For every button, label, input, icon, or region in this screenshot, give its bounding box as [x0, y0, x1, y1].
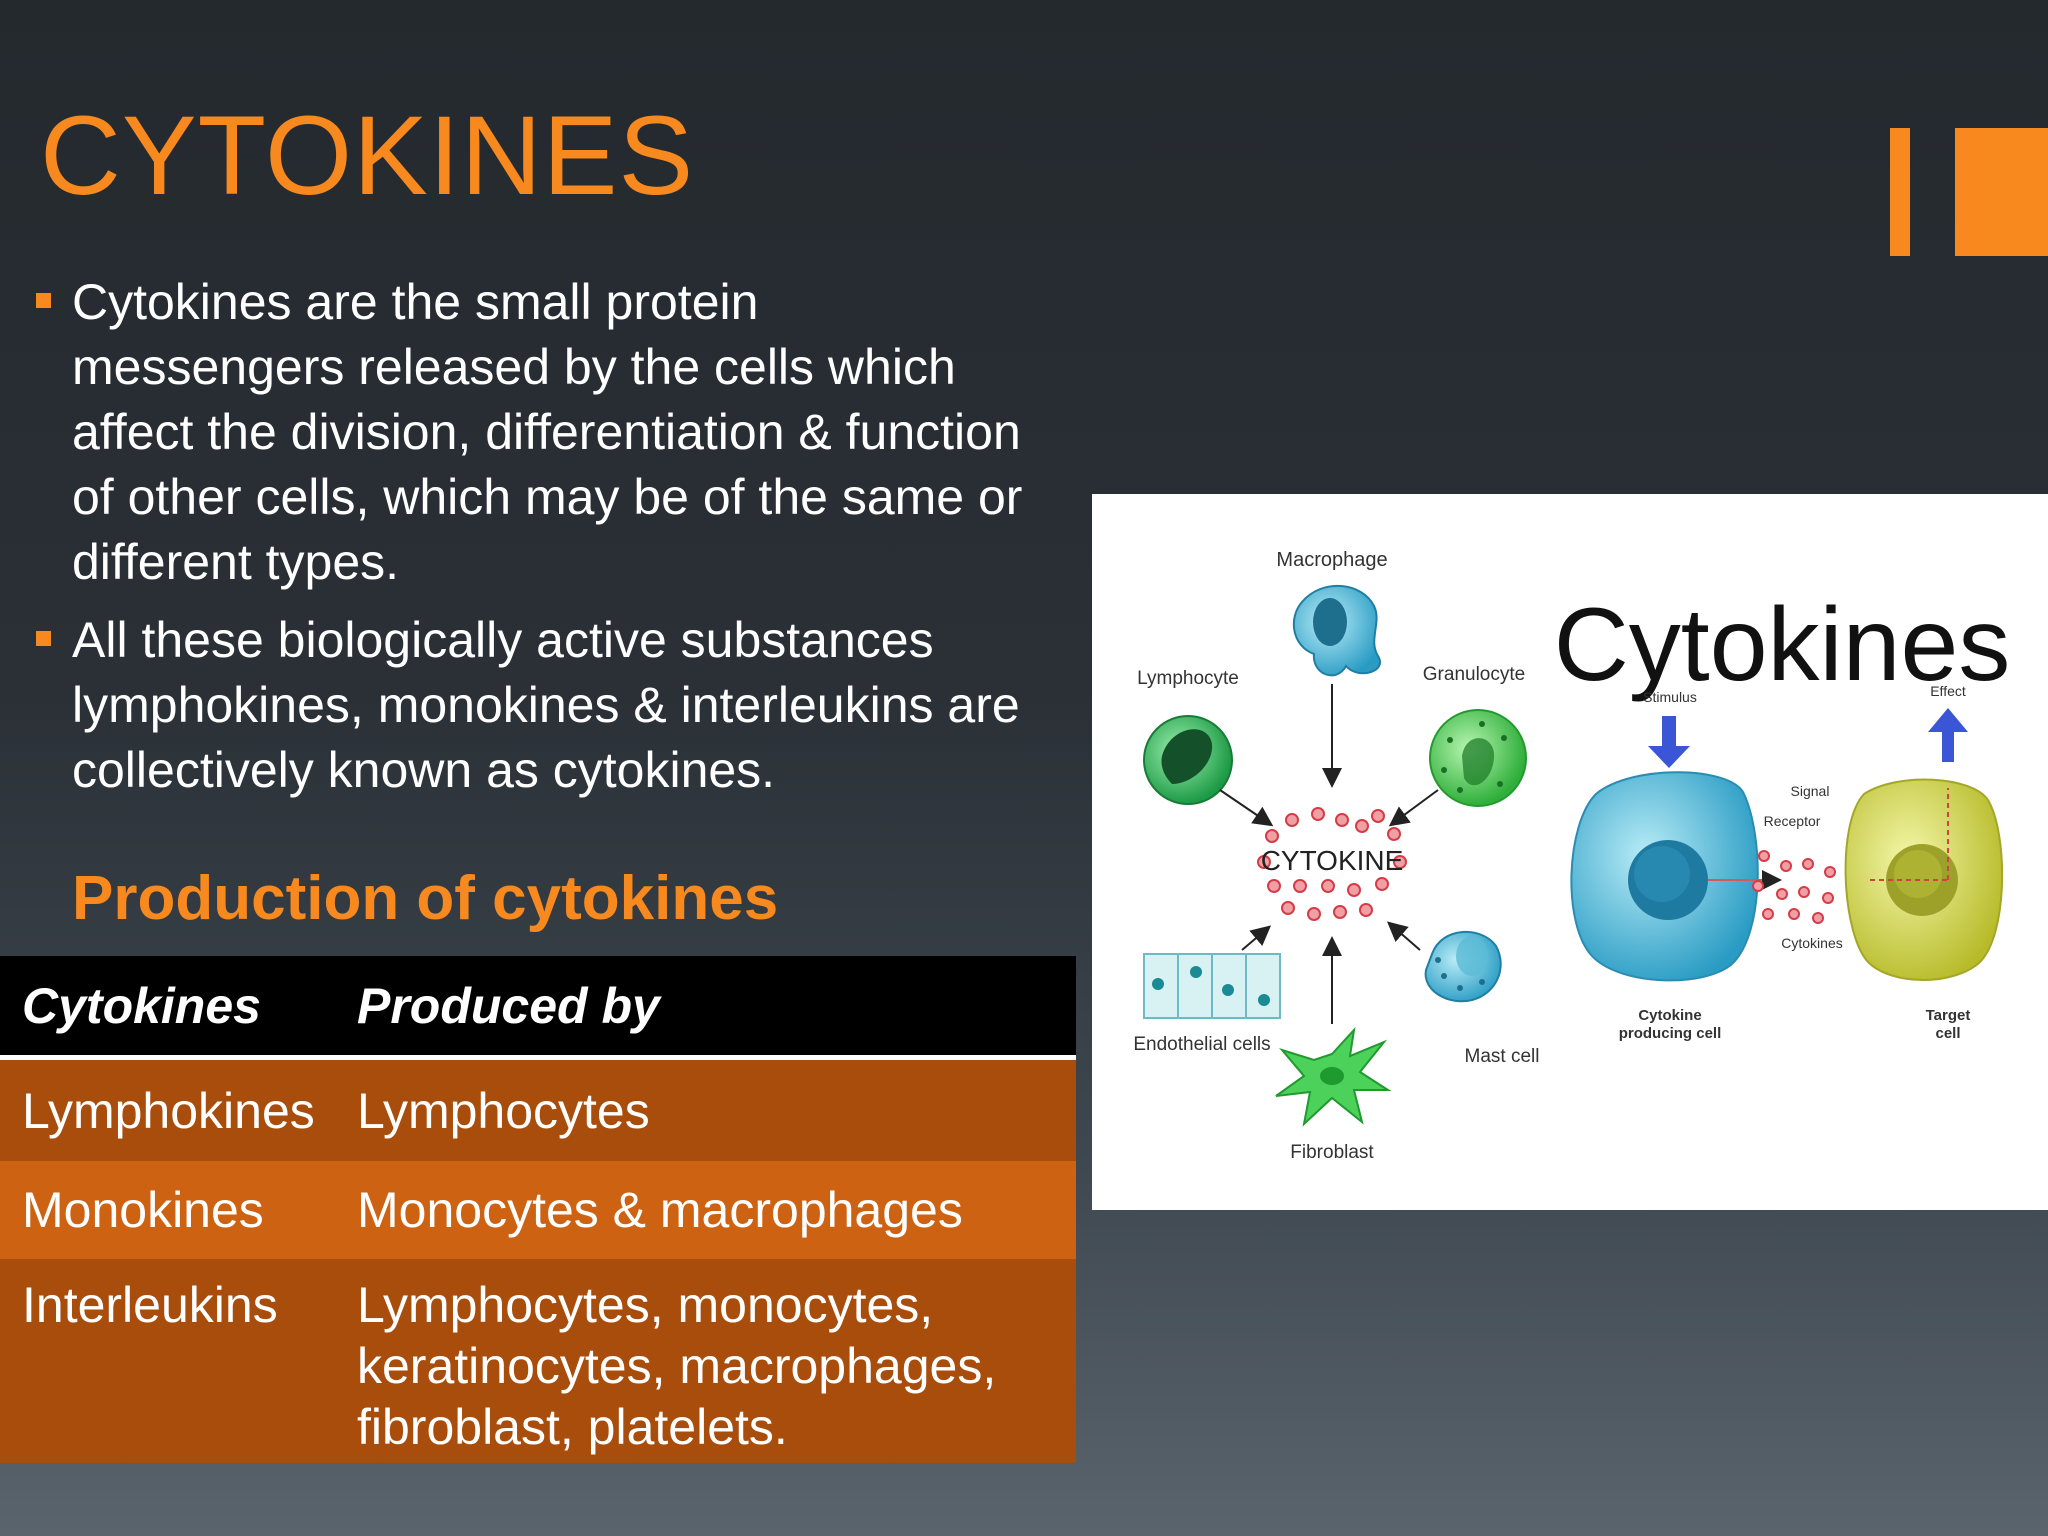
table-row: Interleukins Lymphocytes, monocytes, ker…	[0, 1259, 1076, 1463]
macrophage-cell	[1293, 585, 1381, 677]
label-stimulus: Stimulus	[1643, 689, 1697, 705]
cytokine-illustration: Macrophage Lymphocyte Granulocyte	[1092, 494, 2048, 1210]
label-producing-cell-line1: Cytokine	[1638, 1007, 1701, 1024]
label-granulocyte: Granulocyte	[1423, 664, 1525, 685]
table-row: Lymphokines Lymphocytes	[0, 1060, 1076, 1161]
label-receptor: Receptor	[1764, 813, 1821, 829]
label-endothelial: Endothelial cells	[1133, 1034, 1270, 1055]
cytokine-cluster	[1257, 807, 1407, 921]
label-producing-cell-line2: producing cell	[1619, 1025, 1722, 1042]
table-cell: Lymphocytes, monocytes, keratinocytes, m…	[357, 1277, 997, 1455]
column-header: Produced by	[357, 977, 660, 1034]
released-cytokines	[1752, 850, 1836, 924]
label-cytokines-small: Cytokines	[1781, 935, 1842, 951]
accent-bar-thin	[1890, 128, 1910, 256]
label-cytokine-center: CYTOKINE	[1261, 845, 1404, 876]
slide-title: CYTOKINES	[40, 93, 695, 218]
table-cell: Interleukins	[22, 1277, 278, 1333]
arrow	[1388, 789, 1439, 827]
section-heading: Production of cytokines	[72, 864, 779, 933]
granulocyte-cell	[1429, 709, 1527, 807]
label-effect: Effect	[1930, 683, 1966, 699]
bullet-text: Cytokines are the small protein messenge…	[72, 274, 1023, 590]
column-header: Cytokines	[22, 977, 261, 1034]
label-target-cell-line1: Target	[1926, 1007, 1971, 1024]
bullet-list: Cytokines are the small protein messenge…	[32, 270, 1042, 816]
label-lymphocyte: Lymphocyte	[1137, 668, 1239, 689]
stimulus-arrow-icon	[1648, 716, 1690, 768]
label-mast-cell: Mast cell	[1465, 1046, 1540, 1067]
figure-heading: Cytokines	[1554, 587, 2011, 703]
table-cell: Monocytes & macrophages	[357, 1182, 963, 1238]
bullet-item: All these biologically active substances…	[32, 608, 1042, 803]
table-header-row: Cytokines Produced by	[0, 956, 1076, 1060]
cytokine-producing-cell	[1570, 771, 1759, 982]
lymphocyte-cell	[1143, 715, 1233, 805]
bullet-square-icon	[36, 631, 51, 646]
table-row: Monokines Monocytes & macrophages	[0, 1161, 1076, 1259]
cytokine-table: Cytokines Produced by Lymphokines Lympho…	[0, 956, 1076, 1463]
label-signal: Signal	[1791, 783, 1830, 799]
accent-bar-block	[1955, 128, 2048, 256]
cytokine-diagram: Macrophage Lymphocyte Granulocyte	[1133, 549, 2011, 1163]
label-macrophage: Macrophage	[1276, 549, 1387, 571]
fibroblast-cell	[1275, 1026, 1392, 1127]
arrow	[1386, 921, 1421, 951]
table-cell: Lymphokines	[22, 1082, 315, 1139]
label-fibroblast: Fibroblast	[1290, 1142, 1374, 1163]
endothelial-cells	[1143, 953, 1281, 1019]
bullet-text: All these biologically active substances…	[72, 612, 1020, 798]
mast-cell	[1424, 931, 1502, 1003]
label-target-cell-line2: cell	[1935, 1025, 1960, 1042]
effect-arrow-icon	[1928, 708, 1968, 762]
table-cell: Monokines	[22, 1182, 264, 1238]
arrow	[1219, 789, 1274, 827]
target-cell	[1844, 778, 2004, 981]
table-cell: Lymphocytes	[357, 1082, 650, 1139]
bullet-item: Cytokines are the small protein messenge…	[32, 270, 1042, 595]
arrow	[1241, 925, 1272, 951]
bullet-square-icon	[36, 293, 51, 308]
